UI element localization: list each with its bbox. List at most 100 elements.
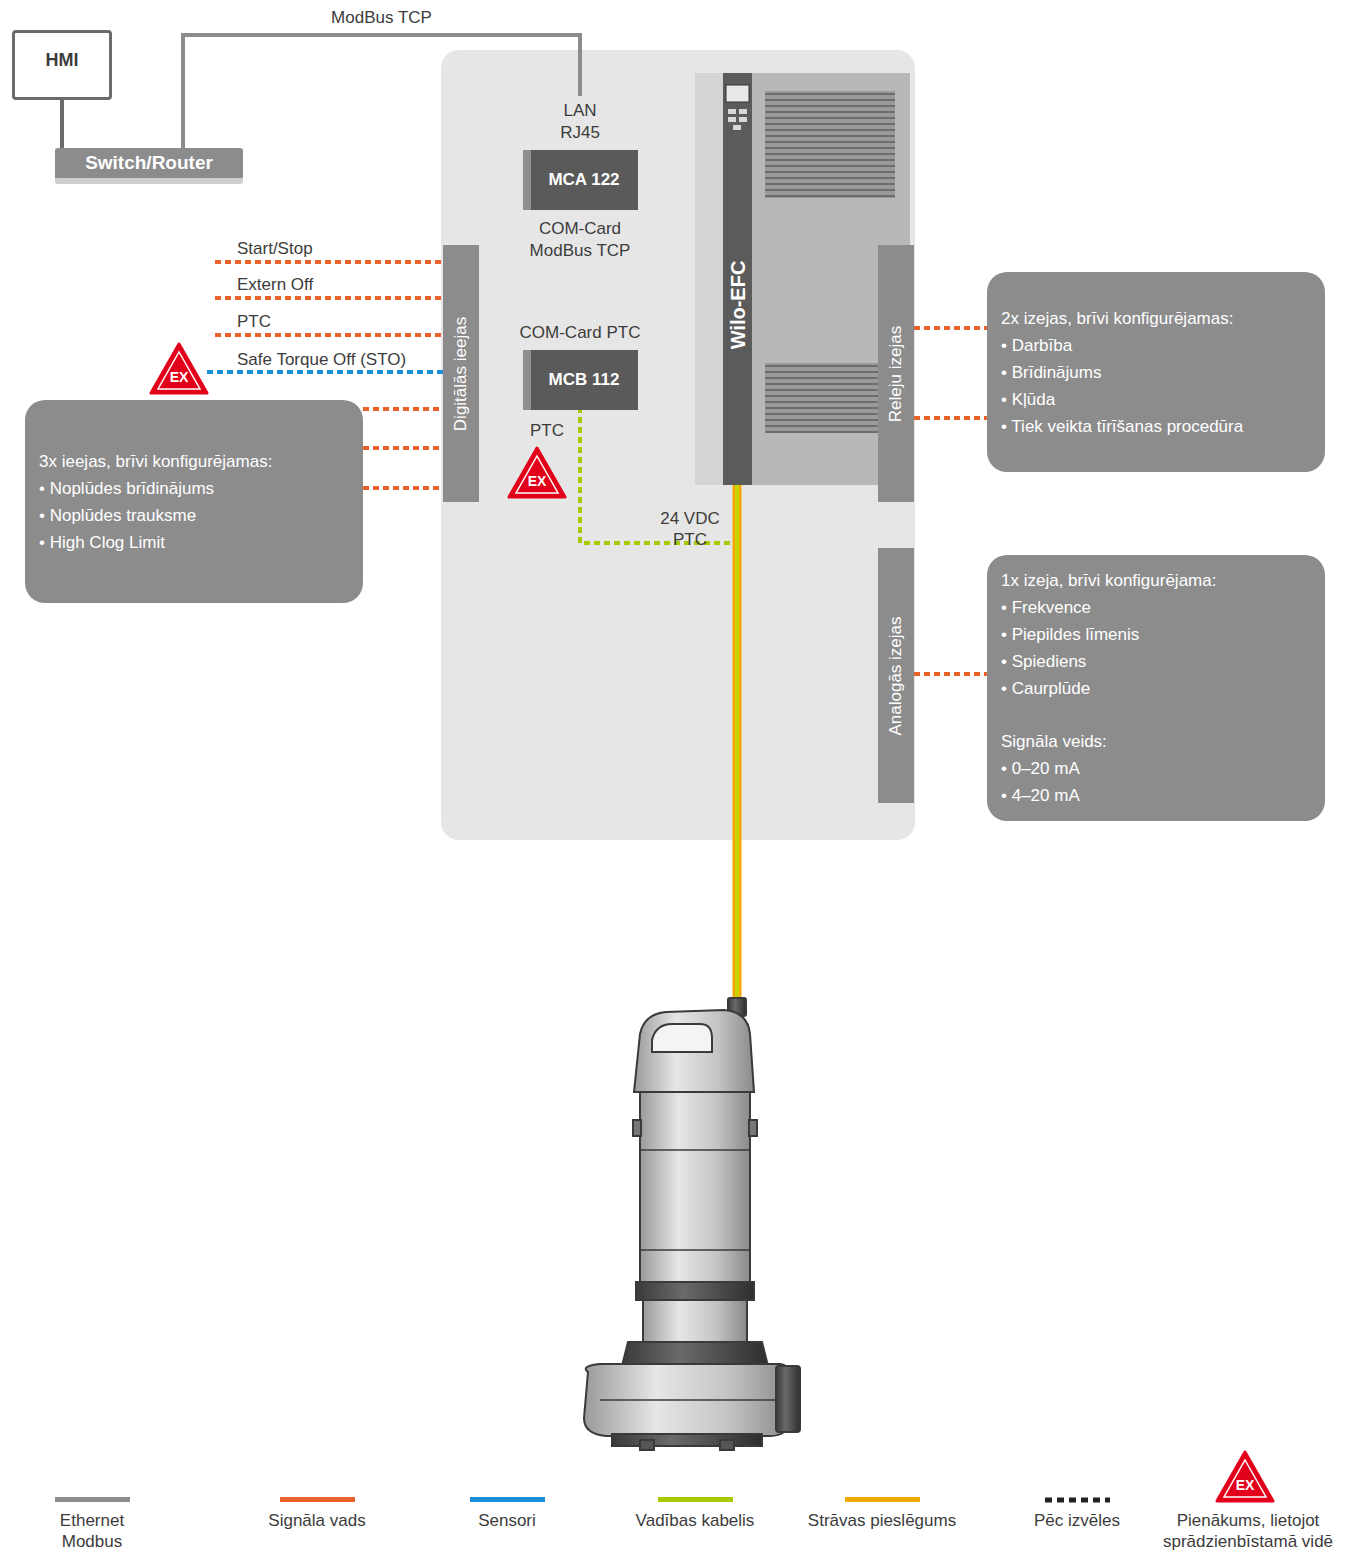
legend-swatch: [658, 1497, 733, 1502]
drawing-part: [633, 1120, 641, 1136]
drawing-part: [765, 105, 895, 107]
drawing-part: [215, 333, 443, 337]
signal-label: Extern Off: [237, 274, 313, 295]
drawing-part: [749, 1120, 757, 1136]
drawing-part: [643, 1300, 747, 1342]
drawing-part: [728, 109, 736, 114]
drawing-part: [739, 109, 747, 114]
box-line: • Kļūda: [1001, 386, 1311, 413]
drawing-part: [207, 370, 443, 374]
signal-wire: [914, 416, 987, 420]
drawing-part: [215, 260, 443, 264]
drawing-part: [765, 401, 895, 403]
drawing-part: [765, 129, 895, 131]
ex-mark: EX: [1225, 1477, 1265, 1493]
drawing-part: [765, 189, 895, 191]
drawing-part: [634, 1010, 754, 1092]
signal-wire: [363, 486, 443, 490]
box-line: • Darbība: [1001, 332, 1311, 359]
signal-label: Start/Stop: [237, 238, 313, 259]
box-line: • 0–20 mA: [1001, 755, 1311, 782]
info-box: 1x izeja, brīvi konfigurējama:• Frekvenc…: [987, 555, 1325, 821]
card-caption: COM-Card ModBus TCP: [510, 218, 650, 262]
drawing-part: [1217, 1452, 1273, 1501]
terminal-band: Releju izejas: [878, 245, 914, 502]
drawing-part: [765, 159, 895, 161]
band-title: Analogās izejas: [886, 616, 906, 735]
drawing-part: [765, 123, 895, 125]
drawing-part: [720, 1440, 734, 1450]
drawing-part: [739, 117, 747, 122]
drawing-part: [765, 141, 895, 143]
drawing-part: [735, 485, 739, 1002]
box-line: • High Clog Limit: [39, 529, 349, 556]
drawing-part: [765, 111, 895, 113]
legend-text: Ethernet Modbus: [47, 1510, 137, 1552]
drawing-part: [765, 147, 895, 149]
drawing-part: [733, 485, 742, 1002]
drawing-part: [765, 135, 895, 137]
band-title: Digitālās ieejas: [451, 316, 471, 430]
input-wires: [207, 262, 443, 372]
box-heading: 1x izeja, brīvi konfigurējama:: [1001, 567, 1311, 594]
drawing-part: [640, 1440, 654, 1450]
legend-text: Vadības kabelis: [615, 1510, 775, 1531]
card-name: MCB 112: [523, 350, 638, 410]
control-cabinet: LAN RJ45MCA 122COM-Card ModBus TCPCOM-Ca…: [441, 50, 915, 840]
legend-text: Pienākums, lietojot sprādzienbīstamā vid…: [1153, 1510, 1343, 1552]
drawing-part: [726, 85, 749, 102]
drawing-part: [765, 383, 895, 385]
box-line: • Noplūdes trauksme: [39, 502, 349, 529]
drawing-part: [636, 1282, 754, 1300]
box-heading: 3x ieejas, brīvi konfigurējamas:: [39, 448, 349, 475]
terminal-band: Analogās izejas: [878, 548, 914, 803]
drawing-part: [640, 1092, 750, 1282]
signal-label: Safe Torque Off (STO): [237, 349, 406, 370]
legend-swatch: [55, 1497, 130, 1502]
drawing-part: [765, 117, 895, 119]
ex-icon: [1217, 1452, 1273, 1501]
drawing-part: [509, 448, 565, 497]
signal-wire: [363, 407, 443, 411]
terminal-band: Digitālās ieejas: [443, 245, 479, 502]
drawing-part: [765, 365, 895, 367]
drawing-part: [765, 91, 895, 198]
drawing-part: [600, 1399, 776, 1401]
drawing-part: [622, 1342, 768, 1366]
drawing-part: [765, 425, 895, 427]
legend-swatch: [280, 1497, 355, 1502]
drawing-part: [765, 413, 895, 415]
drawing-part: [765, 99, 895, 101]
drawing-part: [215, 296, 443, 300]
card-name: MCA 122: [523, 150, 638, 210]
device-name: HMI: [46, 50, 79, 71]
box-line: • Piepildes līmenis: [1001, 621, 1311, 648]
drawing-part: [765, 177, 895, 179]
legend-swatch: [845, 1497, 920, 1502]
drawing-part: [640, 1249, 750, 1251]
power-cable: [737, 485, 738, 1002]
box-line: • Tiek veikta tīrīšanas procedūra: [1001, 413, 1311, 440]
legend-text: Pēc izvēles: [1007, 1510, 1147, 1531]
signal-wire: [363, 446, 443, 450]
drawing-part: [723, 73, 752, 485]
com-card: COM-Card PTC MCB 112: [505, 318, 655, 418]
band-title: Releju izejas: [886, 325, 906, 421]
drawing-part: [765, 395, 895, 397]
drawing-part: [151, 344, 207, 393]
drawing-part: [733, 125, 741, 130]
box-line: • 4–20 mA: [1001, 782, 1311, 809]
pump-illustration: [584, 998, 800, 1450]
info-box: 2x izejas, brīvi konfigurējamas:• Darbīb…: [987, 272, 1325, 472]
drawing-part: [728, 117, 736, 122]
box-line: • Brīdinājums: [1001, 359, 1311, 386]
card-caption: LAN RJ45: [550, 100, 610, 144]
drawing-part: [765, 195, 895, 197]
com-card: LAN RJ45MCA 122COM-Card ModBus TCP: [505, 96, 655, 262]
device-name: Switch/Router: [85, 152, 213, 174]
legend-swatch: [470, 1497, 545, 1502]
box-heading: 2x izejas, brīvi konfigurējamas:: [1001, 305, 1311, 332]
card-caption: COM-Card PTC: [520, 322, 641, 344]
